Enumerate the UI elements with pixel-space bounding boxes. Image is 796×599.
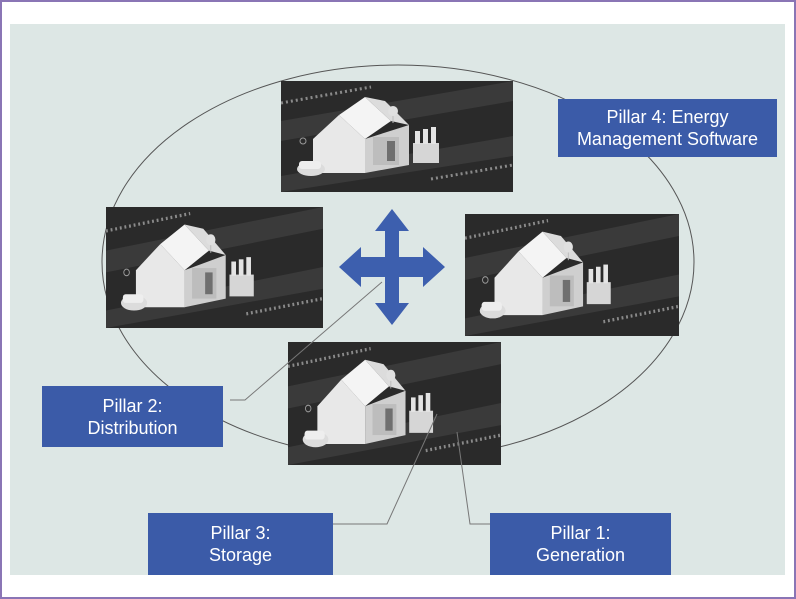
- house-tile-bottom: [288, 342, 501, 465]
- pillar-3-label: Pillar 3: Storage: [148, 513, 333, 575]
- smart-home-icon: [465, 214, 679, 336]
- house-tile-left: [106, 207, 323, 328]
- pillar-2-label: Pillar 2: Distribution: [42, 386, 223, 447]
- pillar-3-line1: Pillar 3:: [210, 523, 271, 543]
- pillar-3-line2: Storage: [208, 545, 273, 565]
- pillar-4-line2: Management Software: [576, 129, 759, 149]
- smart-home-icon: [106, 207, 323, 328]
- connector-pillar1: [456, 431, 490, 525]
- connector-pillar3: [333, 413, 438, 525]
- house-tile-top: [281, 81, 513, 192]
- pillar-1-line2: Generation: [535, 545, 626, 565]
- pillar-1-line1: Pillar 1:: [550, 523, 611, 543]
- smart-home-icon: [281, 81, 513, 192]
- house-tile-right: [465, 214, 679, 336]
- connector-pillar2: [230, 281, 383, 401]
- smart-home-icon: [288, 342, 501, 465]
- pillar-2-line1: Pillar 2:: [102, 395, 163, 416]
- pillar-1-label: Pillar 1: Generation: [490, 513, 671, 575]
- pillar-2-line2: Distribution: [87, 417, 178, 438]
- four-way-arrow-icon: [339, 209, 445, 325]
- pillar-4-line1: Pillar 4: Energy: [606, 107, 729, 127]
- pillar-4-label: Pillar 4: Energy Management Software: [558, 99, 777, 157]
